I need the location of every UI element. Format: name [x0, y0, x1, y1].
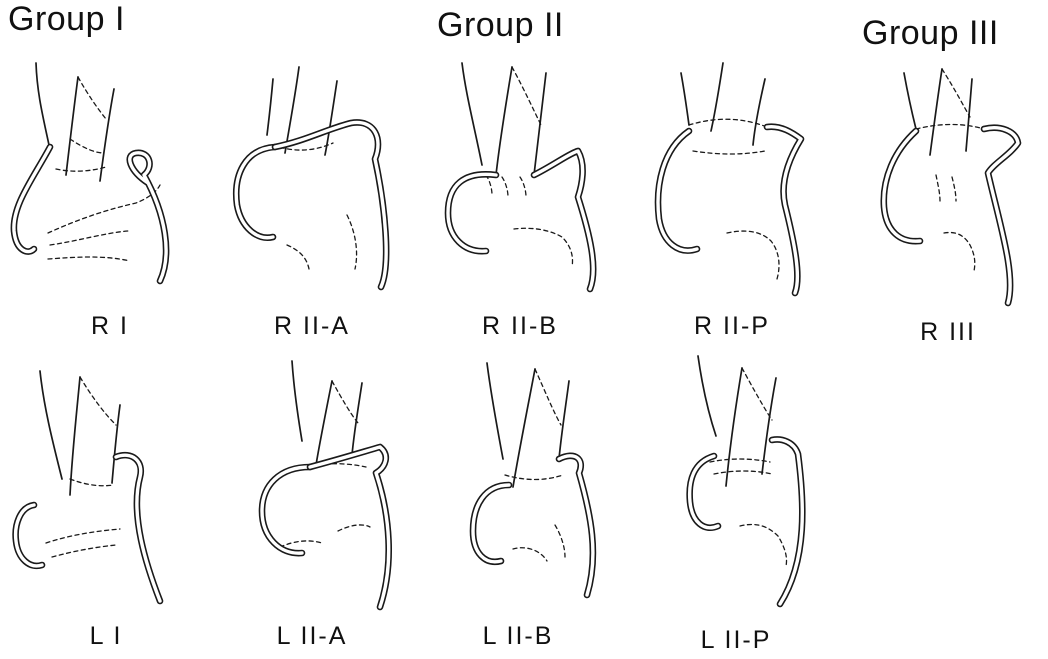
- hidden-contour: [486, 67, 573, 267]
- hidden-contour: [689, 119, 779, 279]
- drawing-l-ii-a: [240, 355, 440, 605]
- aorta-right-edge: [352, 383, 362, 455]
- aorta-left-edge: [267, 79, 273, 135]
- group-title-iii: Group III: [862, 14, 999, 53]
- aorta-left-edge: [40, 371, 62, 479]
- panel-label-r-ii-p: R II-P: [652, 312, 812, 341]
- drawing-r-ii-a: [215, 55, 415, 305]
- aorta-mid-edge: [66, 77, 78, 175]
- panel-label-l-ii-p: L II-P: [656, 626, 816, 655]
- hidden-contour: [56, 77, 106, 171]
- aorta-right-edge: [559, 381, 569, 459]
- branch-vessel-right: [275, 122, 386, 287]
- drawing-l-i: [0, 365, 200, 615]
- drawing-l-ii-b: [455, 355, 655, 605]
- hidden-base-contour: [48, 185, 160, 261]
- aorta-mid-edge: [316, 381, 332, 465]
- aorta-right-edge: [112, 405, 120, 483]
- panel-label-r-ii-a: R II-A: [232, 312, 392, 341]
- aorta-left-edge: [698, 356, 716, 436]
- aorta-mid-edge: [70, 377, 80, 495]
- branch-vessel-right-core: [310, 447, 389, 607]
- branch-vessel-right-core: [275, 122, 386, 287]
- aorta-mid-edge: [496, 67, 512, 175]
- aorta-left-edge: [487, 363, 503, 459]
- hidden-contour: [46, 377, 120, 557]
- panel-label-l-i: L I: [26, 622, 186, 651]
- aorta-mid-edge: [726, 368, 742, 486]
- aorta-left-edge: [462, 63, 482, 165]
- branch-vessel-left-core: [884, 131, 920, 241]
- aorta-mid-edge: [513, 369, 535, 487]
- aorta-right-edge: [762, 378, 776, 474]
- panel-label-r-i: R I: [30, 312, 190, 341]
- panel-label-r-ii-b: R II-B: [440, 312, 600, 341]
- branch-vessel-left-core: [658, 131, 697, 251]
- drawing-r-ii-b: [430, 55, 630, 305]
- panel-label-l-ii-a: L II-A: [232, 622, 392, 651]
- group-title-ii: Group II: [437, 6, 564, 45]
- aorta-right-edge: [100, 89, 114, 181]
- branch-vessel-left-core: [448, 174, 496, 251]
- group-title-i: Group I: [8, 0, 125, 39]
- drawing-r-ii-p: [645, 55, 845, 305]
- panel-label-r-iii: R III: [868, 318, 1028, 347]
- aorta-right-edge: [753, 79, 765, 145]
- branch-vessel-left: [262, 467, 310, 553]
- branch-vessel-right-core: [772, 440, 802, 604]
- hidden-contour: [505, 369, 565, 561]
- aorta-left-edge: [904, 73, 916, 129]
- branch-vessel-left-core: [16, 505, 42, 566]
- branch-vessel-left: [236, 147, 275, 238]
- branch-vessel-right: [559, 456, 593, 595]
- branch-vessel-right: [984, 128, 1018, 303]
- aorta-mid-edge: [711, 63, 723, 131]
- aorta-left-edge: [292, 361, 302, 441]
- panel-label-l-ii-b: L II-B: [438, 622, 598, 651]
- aorta-mid-edge: [930, 69, 942, 155]
- branch-vessel-loop-core: [130, 153, 166, 281]
- hidden-contour: [916, 69, 984, 271]
- hidden-contour: [710, 368, 787, 566]
- branch-vessel-left-core: [473, 485, 509, 562]
- aorta-left-edge: [36, 63, 49, 145]
- drawing-l-ii-p: [670, 350, 870, 600]
- drawing-r-i: [0, 55, 200, 305]
- aorta-left-edge: [681, 73, 689, 125]
- drawing-r-iii: [860, 55, 1048, 305]
- hidden-contour: [273, 143, 357, 269]
